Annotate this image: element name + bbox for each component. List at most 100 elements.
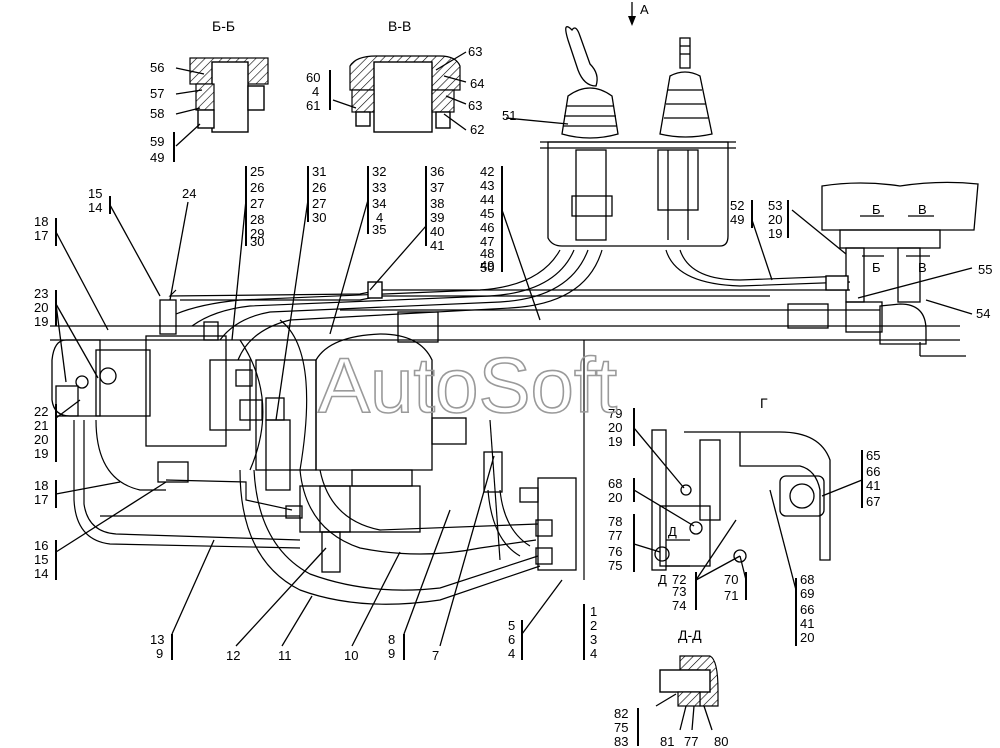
callout-14a: 14 [88,200,102,215]
callout-68a: 68 [608,476,622,491]
callout-56: 56 [150,60,164,75]
callout-41a: 41 [430,238,444,253]
joystick-console: 51 [502,26,736,247]
callout-30a: 30 [250,234,264,249]
callout-52: 52 [730,198,744,213]
bb-nut [195,83,215,111]
arrow-v-top: В [918,202,927,217]
callout-75a: 75 [608,558,622,573]
callout-20b: 20 [34,432,48,447]
callout-60: 60 [306,70,320,85]
hose-bundle-lower [73,319,585,605]
detail-g: Г Д Д [651,395,831,587]
callout-62: 62 [470,122,484,137]
section-vv-detail: В-В 60 4 61 63 64 63 62 [306,18,484,137]
view-a-arrow: А [628,2,649,26]
callout-8: 8 [388,632,395,647]
callout-70: 70 [724,572,738,587]
callout-31: 31 [312,164,326,179]
callout-4c: 4 [508,646,515,661]
callout-54: 54 [976,306,990,321]
callout-20f: 20 [800,630,814,645]
callout-64: 64 [470,76,484,91]
callout-18b: 18 [34,478,48,493]
detail-g-label: Г [760,395,768,411]
callout-61: 61 [306,98,320,113]
callout-2: 2 [590,618,597,633]
callout-72: 72 [672,572,686,587]
callout-51: 51 [502,108,516,123]
callout-12: 12 [226,648,240,663]
callout-42: 42 [480,164,494,179]
callout-23: 23 [34,286,48,301]
callout-49b: 49 [730,212,744,227]
callout-33: 33 [372,180,386,195]
callout-19b: 19 [34,446,48,461]
callout-22: 22 [34,404,48,419]
callout-83: 83 [614,734,628,748]
callout-19c: 19 [768,226,782,241]
callout-39: 39 [430,210,444,225]
detail-g-callouts: 79 20 19 68 20 78 77 76 75 72 73 74 70 7… [608,406,880,646]
arrow-b-top: Б [872,202,881,217]
section-bb-title: Б-Б [212,18,235,34]
callout-77b: 77 [684,734,698,748]
arrow-v-bot: В [918,260,927,275]
right-joystick-boot [659,71,713,138]
callout-17b: 17 [34,492,48,507]
callout-66b: 66 [800,602,814,617]
callout-36: 36 [430,164,444,179]
callout-11: 11 [278,648,292,663]
callout-27b: 27 [312,196,326,211]
callout-66a: 66 [866,464,880,479]
callout-18a: 18 [34,214,48,229]
bb-bore [211,61,249,133]
right-joystick-handle [679,37,691,69]
callout-25: 25 [250,164,264,179]
callout-30b: 30 [312,210,326,225]
callout-20c: 20 [768,212,782,227]
watermark: AutoSoft [318,341,618,429]
callout-20e: 20 [608,490,622,505]
callout-45: 45 [480,206,494,221]
callout-9b: 9 [388,646,395,661]
callout-20d: 20 [608,420,622,435]
callout-74: 74 [672,598,686,613]
top-column-callouts: 25 26 27 28 29 30 31 26 27 30 32 33 34 4… [231,164,541,421]
callout-81: 81 [660,734,674,748]
callout-49c: 49 [480,258,494,273]
section-vv-title: В-В [388,18,411,34]
callout-53: 53 [768,198,782,213]
left-pump-assembly [51,299,285,483]
left-joystick-boot [561,87,619,139]
callout-68b: 68 [800,572,814,587]
callout-7: 7 [432,648,439,663]
callout-63a: 63 [468,44,482,59]
callout-75b: 75 [614,720,628,735]
callout-40: 40 [430,224,444,239]
callout-58: 58 [150,106,164,121]
left-callouts: 15 14 24 18 17 23 20 19 22 21 20 19 18 1… [34,186,196,581]
vv-bore [373,61,433,133]
section-bb-detail: Б-Б 56 57 58 59 49 [150,18,269,165]
callout-24: 24 [182,186,196,201]
callout-44: 44 [480,192,494,207]
callout-37: 37 [430,180,444,195]
view-a-label: А [640,2,649,17]
callout-55: 55 [978,262,992,277]
bottom-callouts: 13 9 12 11 10 8 9 7 5 6 4 1 2 3 4 [150,455,597,663]
callout-41c: 41 [800,616,814,631]
callout-59: 59 [150,134,164,149]
control-valve-block [145,335,227,447]
callout-67: 67 [866,494,880,509]
section-dd-title: Д-Д [678,627,702,643]
right-valve-block [483,451,577,571]
callout-57: 57 [150,86,164,101]
callout-19a: 19 [34,314,48,329]
callout-48: 48 [480,246,494,261]
callout-15b: 15 [34,552,48,567]
callout-34: 34 [372,196,386,211]
callout-3: 3 [590,632,597,647]
callout-69: 69 [800,586,814,601]
